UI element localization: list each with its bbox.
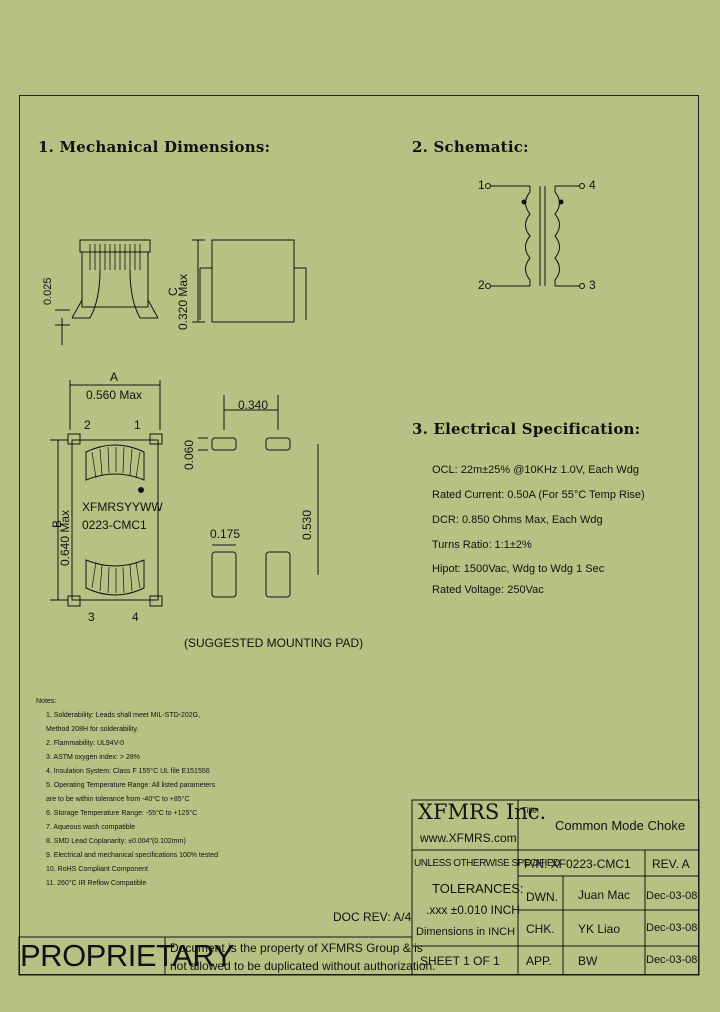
note-line: 3. ASTM oxygen index: > 28% — [46, 754, 140, 761]
note-line: 5. Operating Temperature Range: All list… — [46, 782, 216, 789]
schematic-pin-3: 3 — [589, 278, 596, 292]
note-line: are to be within tolerance from -40°C to… — [46, 796, 190, 803]
note-line: 4. Insulation System: Class F 155°C UL f… — [46, 768, 210, 775]
pin-1-label: 1 — [134, 418, 141, 432]
pin-2-label: 2 — [84, 418, 91, 432]
pad-caption: (SUGGESTED MOUNTING PAD) — [184, 636, 364, 650]
revision: REV. A — [652, 857, 690, 871]
section-title-electrical: 3. Electrical Specification: — [412, 420, 641, 438]
note-line: Method 208H for solderability. — [46, 726, 139, 733]
unless-specified: UNLESS OTHERWISE SPECIFIED — [414, 858, 560, 869]
pin-3-label: 3 — [88, 610, 95, 624]
mounting-pads — [198, 395, 319, 598]
section-title-mechanical: 1. Mechanical Dimensions: — [38, 138, 271, 156]
drawn-name: Juan Mac — [578, 888, 631, 902]
dim-a-value: 0.560 Max — [86, 388, 143, 402]
schematic-pin-2: 2 — [478, 278, 485, 292]
proprietary-notice-line1: Document is the property of XFMRS Group … — [170, 941, 423, 955]
title-label: Title: — [522, 806, 540, 815]
section-title-schematic: 2. Schematic: — [412, 138, 529, 156]
checked-date: Dec-03-08 — [646, 922, 698, 934]
approved-date: Dec-03-08 — [646, 954, 698, 966]
company-website[interactable]: www.XFMRS.com — [420, 831, 517, 845]
checked-name: YK Liao — [578, 922, 621, 936]
note-line: 9. Electrical and mechanical specificati… — [46, 852, 218, 859]
dimensions-unit: Dimensions in INCH — [416, 926, 516, 938]
spec-hipot: Hipot: 1500Vac, Wdg to Wdg 1 Sec — [432, 563, 605, 575]
spec-rated-voltage: Rated Voltage: 250Vac — [432, 584, 544, 596]
tolerance-value: .xxx ±0.010 INCH — [426, 903, 520, 917]
note-line: 2. Flammability: UL94V-0 — [46, 740, 125, 747]
side-view — [192, 239, 307, 323]
doc-rev: DOC REV: A/4 — [333, 910, 412, 924]
note-line: 6. Storage Temperature Range: -55°C to +… — [46, 810, 198, 817]
approved-name: BW — [578, 954, 598, 968]
checked-label: CHK. — [526, 922, 555, 936]
schematic-diagram — [485, 183, 585, 289]
tolerances-label: TOLERANCES: — [432, 881, 524, 896]
approved-label: APP. — [526, 954, 552, 968]
pad-pitch-label: 0.175 — [210, 527, 241, 541]
company-name: XFMRS Inc. — [418, 800, 547, 824]
note-line: 1. Solderability: Leads shall meet MIL-S… — [46, 712, 201, 719]
drawn-label: DWN. — [526, 890, 558, 904]
schematic-pin-1: 1 — [478, 178, 485, 192]
pin-4-label: 4 — [132, 610, 139, 624]
note-line: 10. RoHS Compliant Component — [46, 866, 148, 873]
spec-dcr: DCR: 0.850 Ohms Max, Each Wdg — [432, 514, 603, 526]
drawn-date: Dec-03-08 — [646, 890, 698, 902]
top-view — [50, 380, 163, 607]
spec-ocl: OCL: 22m±25% @10KHz 1.0V, Each Wdg — [432, 464, 639, 476]
schematic-pin-4: 4 — [589, 178, 596, 192]
sheet-number: SHEET 1 OF 1 — [420, 954, 500, 968]
note-line: 8. SMD Lead Coplanarity: ±0.004"(0.102mm… — [46, 838, 186, 845]
front-view — [55, 239, 159, 345]
note-line: 7. Aqueous wash compatible — [46, 824, 136, 831]
part-marking-line1: XFMRSYYWW — [82, 500, 163, 514]
pad-width-label: 0.340 — [238, 398, 269, 412]
title-value: Common Mode Choke — [555, 818, 686, 833]
notes-block: Notes: 1. Solderability: Leads shall mee… — [36, 695, 256, 891]
note-line: 11. 260°C IR Reflow Compatible — [46, 880, 147, 887]
dim-a-letter: A — [110, 370, 119, 384]
spec-rated-current: Rated Current: 0.50A (For 55°C Temp Rise… — [432, 489, 645, 501]
proprietary-label: PROPRIETARY — [20, 938, 234, 973]
part-marking-line2: 0223-CMC1 — [82, 518, 147, 532]
notes-heading: Notes: — [36, 698, 57, 705]
part-number: P/N: XF0223-CMC1 — [524, 857, 631, 871]
spec-turns-ratio: Turns Ratio: 1:1±2% — [432, 539, 532, 551]
proprietary-notice-line2: not allowed to be duplicated without aut… — [170, 959, 436, 973]
